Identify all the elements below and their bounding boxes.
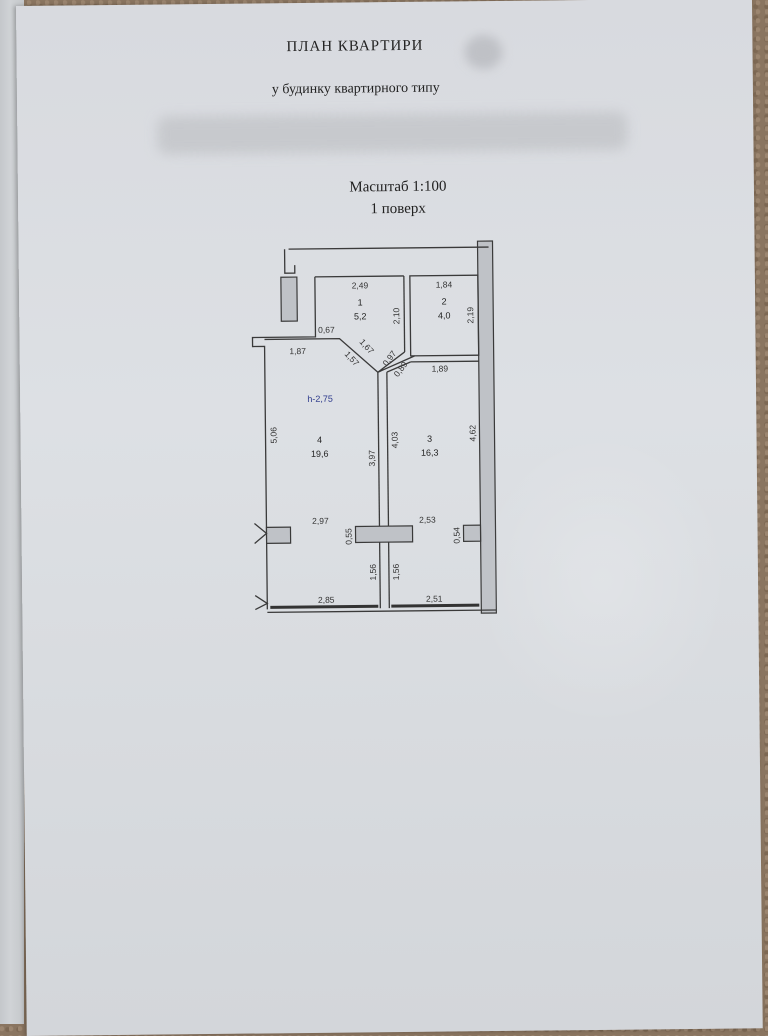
dim-room1-depth: 2,10 <box>391 307 401 324</box>
floor-plan-sheet: ПЛАН КВАРТИРИ у будинку квартирного типу… <box>16 0 763 1036</box>
room1-number: 1 <box>358 297 363 307</box>
dim-hall-top: 1,87 <box>289 346 306 356</box>
wall-break-left-mid <box>254 523 268 545</box>
wall-break-left-bottom <box>254 594 269 611</box>
room3-number: 3 <box>427 434 432 444</box>
room2-outline <box>409 274 480 357</box>
dim-diagonal-1: 1,67 <box>358 337 377 356</box>
wall-break-top-left <box>283 249 296 274</box>
wall-partition-right <box>386 372 390 609</box>
dim-room3-right: 4,62 <box>467 425 477 442</box>
pier-center <box>354 525 414 544</box>
dim-pier-room3: 0,54 <box>451 527 461 544</box>
dim-room2-width: 1,84 <box>436 279 453 289</box>
wall-room1-left <box>251 276 317 610</box>
wall-block-left <box>280 276 298 322</box>
dim-bottom-room4: 2,85 <box>318 595 335 605</box>
dim-diagonal-2: 1,57 <box>343 349 362 368</box>
room3-area: 16,3 <box>421 448 439 458</box>
outer-wall-top <box>288 246 489 250</box>
floor-plan-drawing: 1 5,2 2 4,0 3 16,3 4 19,6 h-2,75 2,49 1,… <box>251 240 497 614</box>
dim-room4-right: 3,97 <box>367 450 377 467</box>
pier-right <box>462 524 482 542</box>
window-room4 <box>270 604 379 609</box>
outer-wall-bottom <box>267 609 497 614</box>
dim-room4-left: 5,06 <box>268 427 278 444</box>
wall-room1-right <box>403 275 406 352</box>
wall-room1-top <box>314 275 404 278</box>
ceiling-height: h-2,75 <box>307 394 333 404</box>
dim-lower-room4: 1,56 <box>368 564 378 581</box>
dim-bottom-room3: 2,51 <box>426 594 443 604</box>
pier-left <box>265 526 292 545</box>
dim-lower-room3: 1,56 <box>391 563 401 580</box>
room4-area: 19,6 <box>311 449 329 459</box>
dim-room4-mid: 2,97 <box>312 516 329 526</box>
outer-wall-right <box>476 240 497 614</box>
wall-room3-top-diag <box>386 361 412 373</box>
window-room3 <box>391 603 480 608</box>
wall-room3-top <box>410 360 479 363</box>
room1-area: 5,2 <box>354 311 367 321</box>
wall-diagonal-left <box>264 337 379 373</box>
room2-number: 2 <box>442 297 447 307</box>
dim-room3-left: 4,03 <box>389 431 399 448</box>
dim-room2-depth: 2,19 <box>465 307 475 324</box>
dim-room1-width: 2,49 <box>352 280 369 290</box>
room4-number: 4 <box>317 435 322 445</box>
dim-room1-left: 0,67 <box>318 325 335 335</box>
dim-room3-top: 1,89 <box>431 363 448 373</box>
wall-partition-left <box>377 372 381 609</box>
dim-room3-mid: 2,53 <box>419 515 436 525</box>
dim-pier-room4: 0,55 <box>343 528 353 545</box>
dim-diagonal-4: 0,89 <box>391 359 409 378</box>
room2-area: 4,0 <box>438 310 451 320</box>
